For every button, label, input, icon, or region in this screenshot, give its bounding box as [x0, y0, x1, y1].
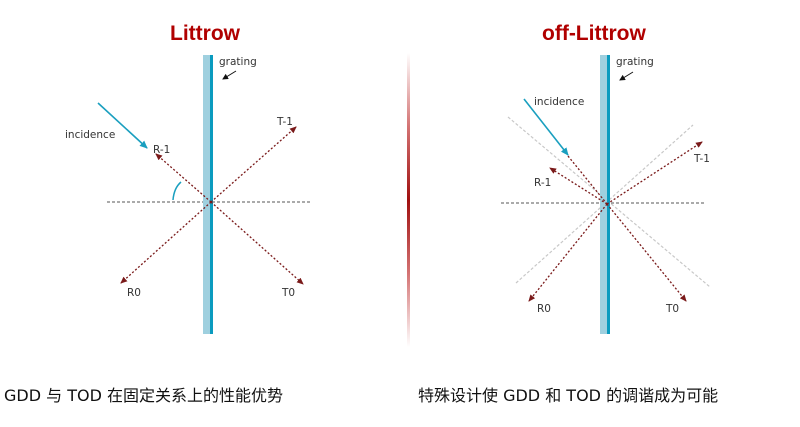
littrow-title: Littrow: [170, 22, 240, 45]
incidence-arrow: [523, 98, 569, 156]
r-minus-1-label: R-1: [153, 144, 170, 156]
littrow-caption: GDD 与 TOD 在固定关系上的性能优势: [4, 386, 283, 405]
r0-beam: [528, 203, 608, 302]
grating-pointer-arrow: [222, 70, 237, 80]
off-littrow-diagram: grating incidence R-1 T-1 R0 T0: [501, 55, 711, 334]
r0-label: R0: [127, 287, 141, 299]
off-littrow-caption: 特殊设计使 GDD 和 TOD 的调谐成为可能: [418, 386, 719, 405]
panel-divider: [407, 53, 410, 347]
r0-label: R0: [537, 303, 551, 315]
incidence-label: incidence: [534, 96, 584, 108]
off-littrow-panel: off-Littrow: [400, 0, 800, 360]
t0-label: T0: [665, 303, 679, 315]
littrow-diagram: grating incidence R-1 T-1 R0 T0: [65, 55, 311, 334]
grating: [600, 55, 610, 334]
t-minus-1-label: T-1: [693, 153, 710, 165]
t-minus-1-beam: [210, 126, 297, 203]
grating: [203, 55, 213, 334]
grating-label: grating: [219, 56, 257, 68]
grating-pointer-arrow: [619, 71, 634, 81]
littrow-panel: Littrow grating: [0, 0, 400, 360]
r0-beam: [120, 201, 212, 284]
t0-beam: [606, 203, 687, 302]
t-minus-1-beam: [606, 141, 703, 205]
r-minus-1-label: R-1: [534, 177, 551, 189]
grating-label: grating: [616, 56, 654, 68]
t0-label: T0: [281, 287, 295, 299]
off-littrow-title: off-Littrow: [542, 22, 646, 45]
t-minus-1-label: T-1: [276, 116, 293, 128]
r-minus-1-beam: [155, 153, 212, 203]
incidence-label: incidence: [65, 129, 115, 141]
t0-beam: [210, 201, 304, 285]
reference-line-b: [515, 124, 694, 284]
r-minus-1-beam: [549, 167, 608, 205]
incidence-arrow: [97, 102, 148, 149]
angle-arc: [172, 181, 182, 201]
